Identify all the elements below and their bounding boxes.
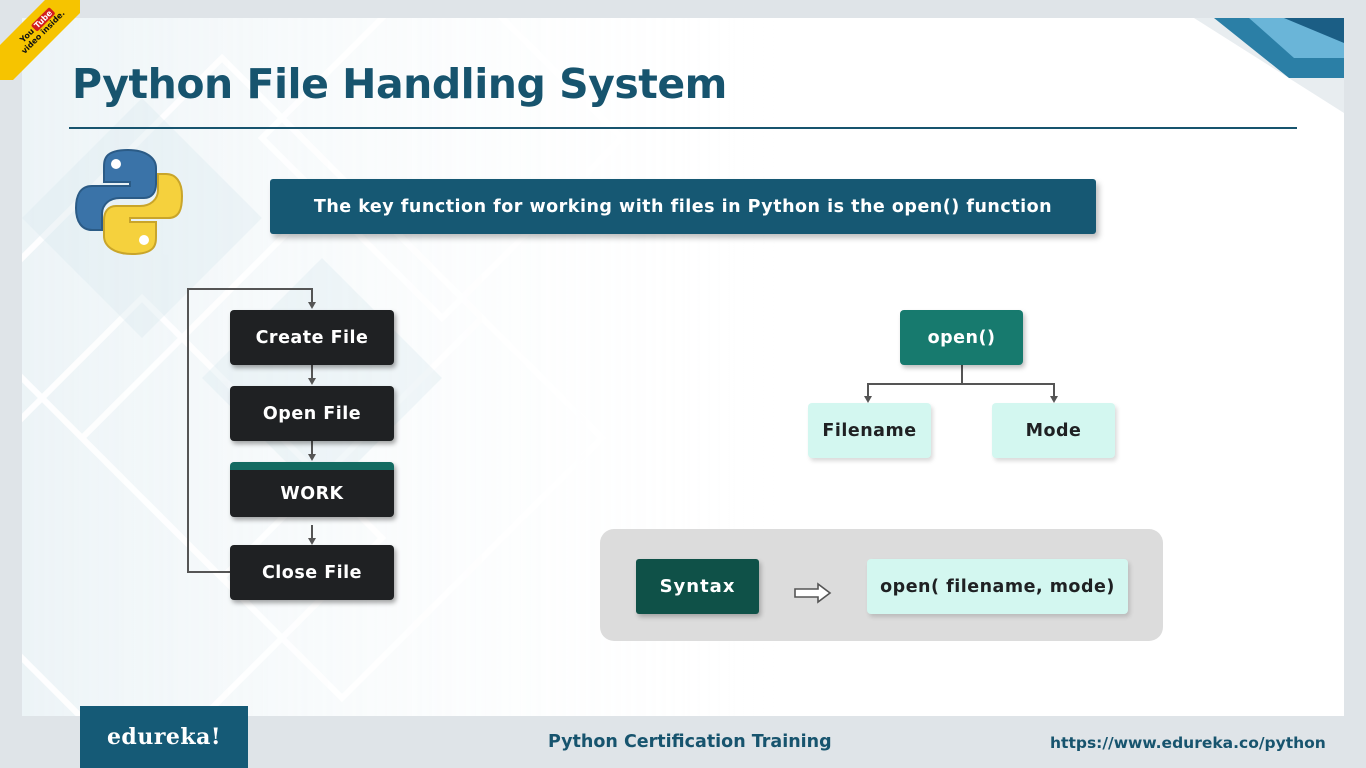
mode-node: Mode (992, 403, 1115, 458)
flow-step-close-file: Close File (230, 545, 394, 600)
syntax-code: open( filename, mode) (867, 559, 1128, 614)
course-title: Python Certification Training (548, 732, 832, 752)
youtube-badge[interactable]: You Tube video inside. (0, 0, 80, 80)
key-function-banner: The key function for working with files … (270, 179, 1096, 234)
edureka-logo: edureka! (80, 706, 248, 768)
course-url[interactable]: https://www.edureka.co/python (1050, 734, 1326, 752)
title-divider (69, 127, 1297, 129)
slide: Python File Handling System The key func… (22, 18, 1344, 716)
flow-step-create-file: Create File (230, 310, 394, 365)
flow-step-open-file: Open File (230, 386, 394, 441)
syntax-label: Syntax (636, 559, 759, 614)
page-title: Python File Handling System (72, 60, 727, 108)
right-arrow-icon (794, 582, 832, 604)
corner-decoration (1194, 18, 1344, 113)
open-function-node: open() (900, 310, 1023, 365)
flow-step-work: WORK (230, 462, 394, 517)
python-logo-icon (74, 148, 184, 256)
youtube-ribbon: You Tube video inside. (0, 0, 80, 80)
filename-node: Filename (808, 403, 931, 458)
